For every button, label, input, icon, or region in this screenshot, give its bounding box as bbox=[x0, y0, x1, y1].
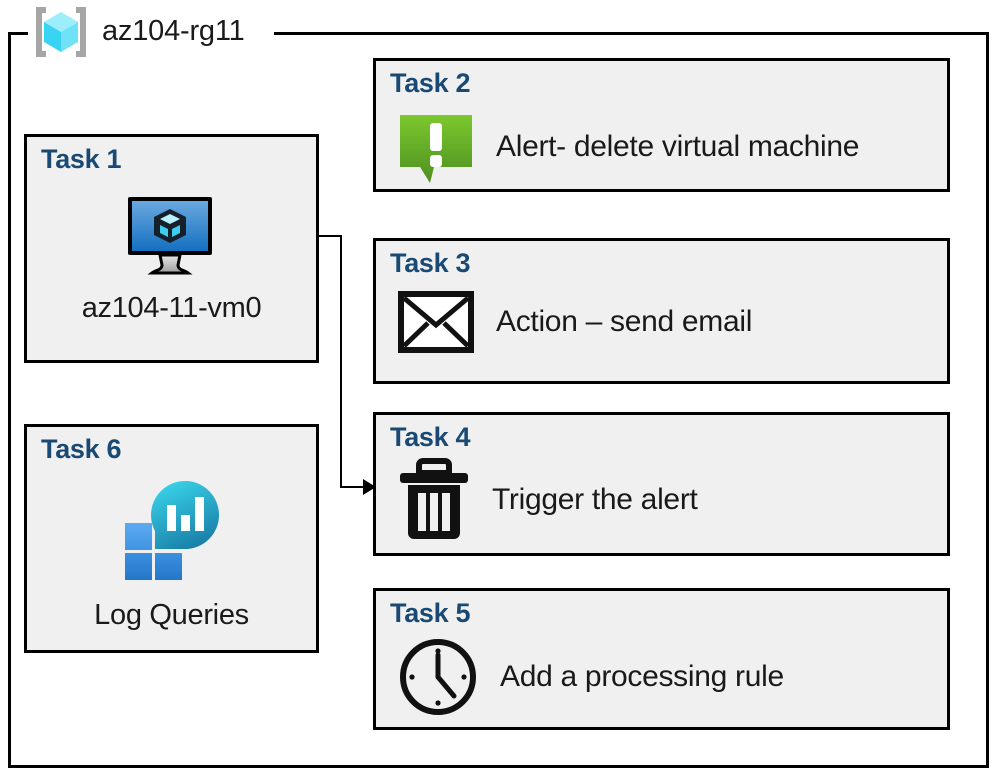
resource-group-border-right bbox=[986, 32, 989, 768]
task-2-label: Task 2 bbox=[390, 68, 471, 98]
envelope-icon bbox=[398, 291, 474, 353]
vm-to-task4-arrowhead-icon bbox=[363, 479, 376, 495]
task-2-caption: Alert- delete virtual machine bbox=[496, 130, 860, 163]
alert-exclamation-icon bbox=[398, 109, 474, 185]
task-5-caption: Add a processing rule bbox=[500, 660, 784, 693]
resource-group-title: az104-rg11 bbox=[102, 14, 245, 47]
clock-icon bbox=[398, 637, 478, 717]
trash-can-icon bbox=[398, 458, 470, 541]
task-card-task-5[interactable]: Task 5 Add a processing rule bbox=[373, 588, 950, 730]
vm-to-task4-connector-segment-vertical bbox=[340, 235, 342, 487]
task-3-label: Task 3 bbox=[390, 248, 471, 278]
azure-resource-group-icon bbox=[30, 4, 92, 60]
task-card-task-4[interactable]: Task 4 Trigger the alert bbox=[373, 412, 950, 556]
task-6-label: Task 6 bbox=[41, 434, 122, 464]
task-card-task-6[interactable]: Task 6 bbox=[24, 424, 319, 653]
task-card-task-1[interactable]: Task 1 bbox=[24, 134, 319, 363]
task-card-task-2[interactable]: Task 2 Alert- delete virtual machine bbox=[373, 58, 950, 192]
resource-group-border-top-left bbox=[8, 32, 28, 35]
log-analytics-icon bbox=[27, 479, 316, 580]
task-card-task-3[interactable]: Task 3 Action – send email bbox=[373, 238, 950, 384]
task-4-label: Task 4 bbox=[390, 422, 471, 452]
resource-group-border-bottom bbox=[8, 765, 989, 768]
task-1-caption: az104-11-vm0 bbox=[81, 292, 262, 324]
resource-group-border-left bbox=[8, 32, 11, 768]
task-6-caption: Log Queries bbox=[94, 599, 249, 631]
resource-group-border-top-right bbox=[274, 32, 989, 35]
virtual-machine-icon bbox=[27, 195, 316, 279]
task-3-caption: Action – send email bbox=[496, 305, 753, 338]
resource-group-header: az104-rg11 bbox=[30, 2, 245, 62]
task-1-label: Task 1 bbox=[41, 144, 122, 174]
vm-to-task4-connector-segment-bottom bbox=[340, 486, 365, 488]
task-4-caption: Trigger the alert bbox=[492, 483, 698, 516]
task-5-label: Task 5 bbox=[390, 598, 471, 628]
